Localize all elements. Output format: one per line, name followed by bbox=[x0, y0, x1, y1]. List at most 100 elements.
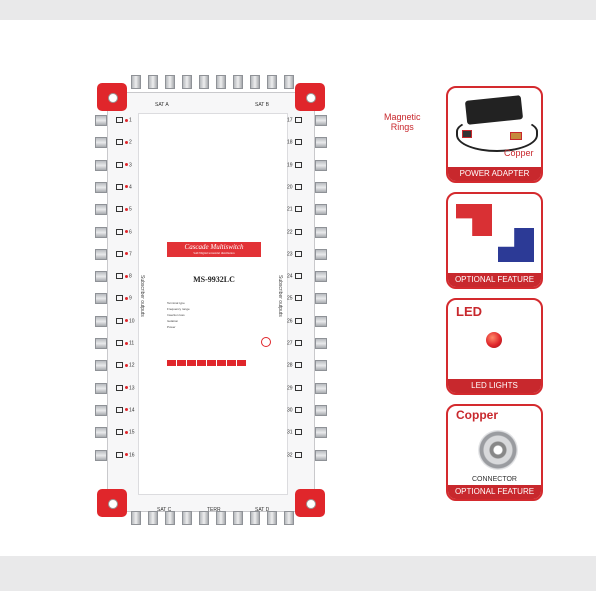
cert-badge-icon bbox=[197, 360, 206, 366]
cert-badge-icon bbox=[177, 360, 186, 366]
output-port-right bbox=[315, 293, 327, 305]
output-number: 32 bbox=[287, 451, 293, 458]
top-group-label-1: SAT A bbox=[155, 102, 169, 108]
output-label-right: 17 bbox=[287, 117, 304, 123]
output-label-right: 20 bbox=[287, 183, 304, 190]
panel-caption: POWER ADAPTER bbox=[448, 167, 541, 181]
output-number: 25 bbox=[287, 295, 293, 302]
copper-annotation: Copper bbox=[504, 148, 534, 158]
product-page: SAT A SAT B SAT C SAT D TERR Cascade Mul… bbox=[0, 20, 596, 556]
cable-icon bbox=[456, 118, 538, 152]
output-port-right bbox=[315, 226, 327, 238]
output-port-right bbox=[315, 427, 327, 439]
cert-badge-icon bbox=[217, 360, 226, 366]
output-port-left bbox=[95, 315, 107, 327]
magnetic-rings-annotation: Magnetic Rings bbox=[384, 112, 421, 132]
input-port-top bbox=[148, 75, 158, 89]
output-number: 10 bbox=[129, 318, 135, 325]
input-port-bottom bbox=[216, 511, 226, 525]
copper-label: Copper bbox=[456, 408, 498, 422]
output-label-left: 5 bbox=[114, 206, 132, 213]
output-label-left: 4 bbox=[114, 183, 132, 191]
output-number: 28 bbox=[287, 362, 293, 369]
output-number: 11 bbox=[129, 340, 135, 347]
output-number: 2 bbox=[129, 139, 132, 146]
output-port-right bbox=[315, 338, 327, 349]
spec-insertion: Insertion loss bbox=[167, 313, 185, 317]
output-number: 30 bbox=[287, 407, 293, 414]
output-number: 27 bbox=[287, 340, 293, 347]
panel-optional-feature-brackets: OPTIONAL FEATURE bbox=[446, 192, 543, 289]
input-port-bottom bbox=[148, 511, 158, 525]
output-number: 14 bbox=[129, 407, 135, 414]
output-label-left: 10 bbox=[114, 317, 135, 325]
panel-caption: OPTIONAL FEATURE bbox=[448, 485, 541, 499]
panel-caption: OPTIONAL FEATURE bbox=[448, 273, 541, 287]
output-port-right bbox=[315, 449, 327, 461]
output-label-right: 31 bbox=[287, 429, 304, 436]
input-port-bottom bbox=[267, 511, 277, 525]
output-port-left bbox=[95, 226, 107, 238]
model-number: MS-9932LC bbox=[193, 275, 235, 284]
output-port-left bbox=[95, 293, 107, 305]
multiswitch-device: SAT A SAT B SAT C SAT D TERR Cascade Mul… bbox=[95, 75, 327, 525]
panel-copper-connector: Copper CONNECTOR OPTIONAL FEATURE bbox=[446, 404, 543, 501]
output-number: 23 bbox=[287, 251, 293, 258]
output-port-right bbox=[315, 382, 327, 394]
input-port-bottom bbox=[233, 511, 243, 525]
corner-bracket-top-right bbox=[295, 83, 325, 111]
blue-bracket-icon bbox=[498, 228, 534, 262]
output-port-right bbox=[315, 315, 327, 327]
output-label-right: 21 bbox=[287, 206, 304, 213]
output-label-right: 24 bbox=[287, 273, 304, 279]
spec-terminal: Terminal type bbox=[167, 301, 185, 305]
output-port-left bbox=[95, 338, 107, 349]
screw-hole-icon bbox=[108, 93, 118, 103]
output-label-left: 12 bbox=[114, 362, 135, 369]
output-number: 16 bbox=[129, 451, 135, 458]
connector-caption: CONNECTOR bbox=[472, 476, 517, 483]
screw-hole-icon bbox=[306, 499, 316, 509]
output-label-right: 28 bbox=[287, 362, 304, 369]
output-label-right: 32 bbox=[287, 451, 304, 458]
output-port-right bbox=[315, 404, 327, 416]
output-label-right: 18 bbox=[287, 139, 304, 146]
panel-power-adapter: Copper POWER ADAPTER bbox=[446, 86, 543, 183]
output-port-left bbox=[95, 404, 107, 416]
output-label-left: 8 bbox=[114, 273, 132, 279]
output-number: 4 bbox=[129, 184, 132, 191]
input-port-top bbox=[165, 75, 175, 89]
output-label-right: 27 bbox=[287, 340, 304, 346]
output-number: 8 bbox=[129, 273, 132, 280]
input-port-top bbox=[131, 75, 141, 89]
output-number: 9 bbox=[129, 295, 132, 302]
output-port-right bbox=[315, 115, 327, 126]
output-label-right: 30 bbox=[287, 406, 304, 414]
bottom-group-label-2: SAT D bbox=[255, 507, 270, 513]
output-number: 12 bbox=[129, 362, 135, 369]
output-label-right: 22 bbox=[287, 228, 304, 235]
output-port-left bbox=[95, 159, 107, 171]
product-subtitle: SAT/Digital terrestrial distribution bbox=[193, 251, 235, 255]
output-number: 13 bbox=[129, 384, 135, 391]
output-port-left bbox=[95, 427, 107, 439]
panel-caption: LED LIGHTS bbox=[448, 379, 541, 393]
output-port-right bbox=[315, 181, 327, 193]
output-label-left: 7 bbox=[114, 250, 132, 257]
output-port-right bbox=[315, 271, 327, 283]
copper-plug-icon bbox=[510, 132, 522, 140]
magnetic-ring-icon bbox=[462, 130, 472, 138]
cert-badge-icon bbox=[237, 360, 246, 366]
output-label-left: 1 bbox=[114, 117, 132, 123]
input-port-top bbox=[233, 75, 243, 89]
output-port-right bbox=[315, 137, 327, 149]
input-port-top bbox=[267, 75, 277, 89]
input-port-bottom bbox=[284, 511, 294, 525]
output-label-right: 19 bbox=[287, 161, 304, 168]
spec-isolation: Isolation bbox=[167, 319, 179, 323]
output-number: 24 bbox=[287, 273, 293, 280]
spec-power: Power bbox=[167, 325, 176, 329]
output-number: 1 bbox=[129, 117, 132, 124]
led-icon bbox=[486, 332, 502, 348]
output-label-left: 3 bbox=[114, 161, 132, 168]
